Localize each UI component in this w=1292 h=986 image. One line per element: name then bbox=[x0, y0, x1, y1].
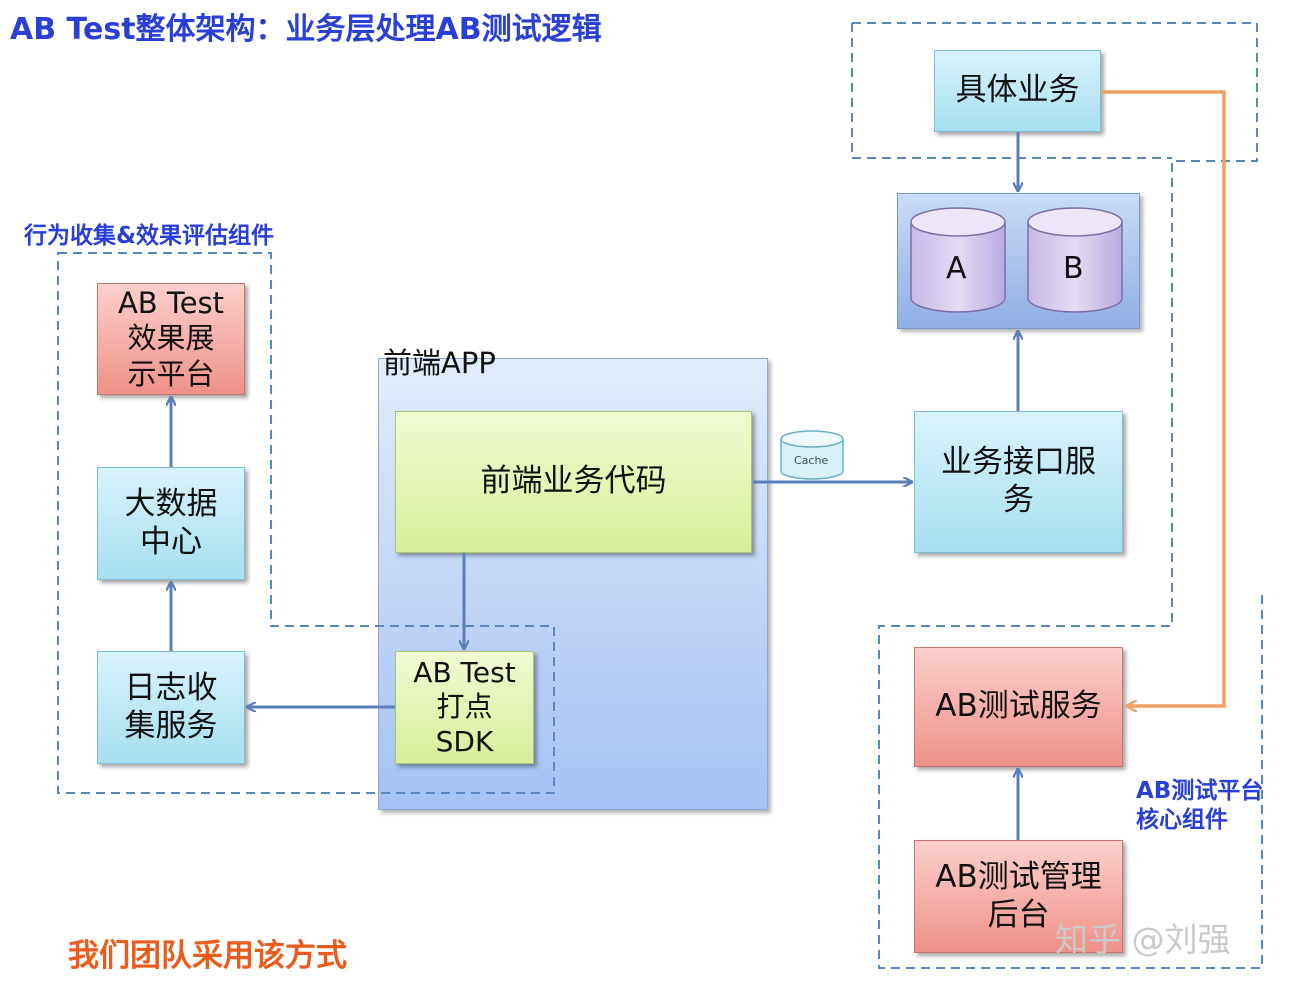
database-a-label: A bbox=[946, 251, 967, 286]
team-note: 我们团队采用该方式 bbox=[68, 938, 347, 974]
diagram-title: AB Test整体架构：业务层处理AB测试逻辑 bbox=[10, 12, 602, 47]
arrow-specific-to-abservice bbox=[1101, 90, 1226, 706]
effect-display-line3: 示平台 bbox=[127, 356, 215, 391]
collect-group-label: 行为收集&效果评估组件 bbox=[24, 223, 275, 249]
bigdata-center-line2: 中心 bbox=[140, 523, 202, 560]
bigdata-center-box: 大数据 中心 bbox=[97, 467, 245, 580]
cache-label: Cache bbox=[794, 454, 829, 467]
database-b-cylinder bbox=[1027, 207, 1123, 313]
ab-test-admin-box: AB测试管理 后台 bbox=[914, 840, 1123, 953]
core-group-label-line1: AB测试平台 bbox=[1136, 778, 1264, 804]
log-collection-line1: 日志收 bbox=[124, 669, 218, 706]
ab-test-admin-line1: AB测试管理 bbox=[935, 858, 1102, 895]
ab-test-admin-line2: 后台 bbox=[987, 896, 1050, 933]
frontend-business-code-box: 前端业务代码 bbox=[395, 411, 752, 553]
abtest-sdk-line3: SDK bbox=[435, 724, 494, 758]
abtest-sdk-line1: AB Test bbox=[413, 656, 516, 690]
effect-display-line2: 效果展 bbox=[127, 321, 215, 356]
specific-business-label: 具体业务 bbox=[955, 72, 1080, 109]
core-group-label-line2: 核心组件 bbox=[1136, 806, 1228, 833]
database-a-cylinder bbox=[910, 207, 1006, 313]
business-api-service-box: 业务接口服 务 bbox=[914, 411, 1123, 553]
frontend-app-label: 前端APP bbox=[383, 346, 496, 380]
business-api-line1: 业务接口服 bbox=[941, 444, 1096, 481]
business-group-border bbox=[852, 22, 1263, 969]
abtest-sdk-box: AB Test 打点 SDK bbox=[395, 651, 534, 764]
abtest-sdk-line2: 打点 bbox=[436, 690, 493, 724]
watermark: 知乎 @刘强 bbox=[1055, 920, 1231, 959]
log-collection-line2: 集服务 bbox=[124, 707, 218, 744]
ab-test-service-box: AB测试服务 bbox=[914, 647, 1123, 767]
cache-cylinder bbox=[780, 430, 844, 480]
ab-test-service-label: AB测试服务 bbox=[935, 688, 1102, 725]
business-api-line2: 务 bbox=[1003, 482, 1034, 518]
database-b-label: B bbox=[1063, 251, 1084, 286]
core-group-label: AB测试平台 核心组件 bbox=[1136, 777, 1263, 835]
specific-business-box: 具体业务 bbox=[934, 50, 1101, 132]
frontend-business-code-label: 前端业务代码 bbox=[480, 463, 667, 500]
effect-display-platform-box: AB Test 效果展 示平台 bbox=[97, 283, 245, 395]
effect-display-line1: AB Test bbox=[117, 285, 225, 320]
business-group-border-left bbox=[851, 23, 1172, 159]
log-collection-service-box: 日志收 集服务 bbox=[97, 651, 245, 764]
collect-group-border bbox=[57, 252, 555, 794]
bigdata-center-line1: 大数据 bbox=[124, 485, 218, 522]
